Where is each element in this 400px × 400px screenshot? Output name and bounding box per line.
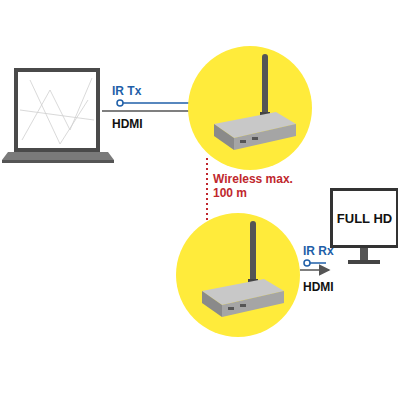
signal-label: IR Tx bbox=[112, 84, 141, 98]
receiver-device bbox=[202, 221, 284, 317]
hdmi-cable bbox=[300, 269, 329, 271]
highlight-circle bbox=[176, 213, 300, 337]
signal-label: Wireless max. 100 m bbox=[213, 172, 313, 200]
ir-sensor bbox=[304, 260, 310, 266]
ir-cable bbox=[123, 102, 190, 104]
laptop-icon bbox=[2, 68, 114, 163]
signal-label: IR Rx bbox=[303, 244, 334, 258]
signal-label: HDMI bbox=[303, 280, 334, 294]
signal-label: HDMI bbox=[112, 117, 143, 131]
hdmi-cable bbox=[102, 110, 189, 112]
ir-cable bbox=[310, 262, 326, 264]
wireless-link bbox=[206, 158, 208, 221]
highlight-circle bbox=[188, 46, 312, 170]
ir-sensor bbox=[117, 100, 123, 106]
transmitter-device bbox=[214, 54, 296, 150]
monitor-icon bbox=[330, 188, 398, 264]
screen-text: FULL HD bbox=[337, 211, 392, 226]
monitor-screen: FULL HD bbox=[333, 191, 396, 245]
